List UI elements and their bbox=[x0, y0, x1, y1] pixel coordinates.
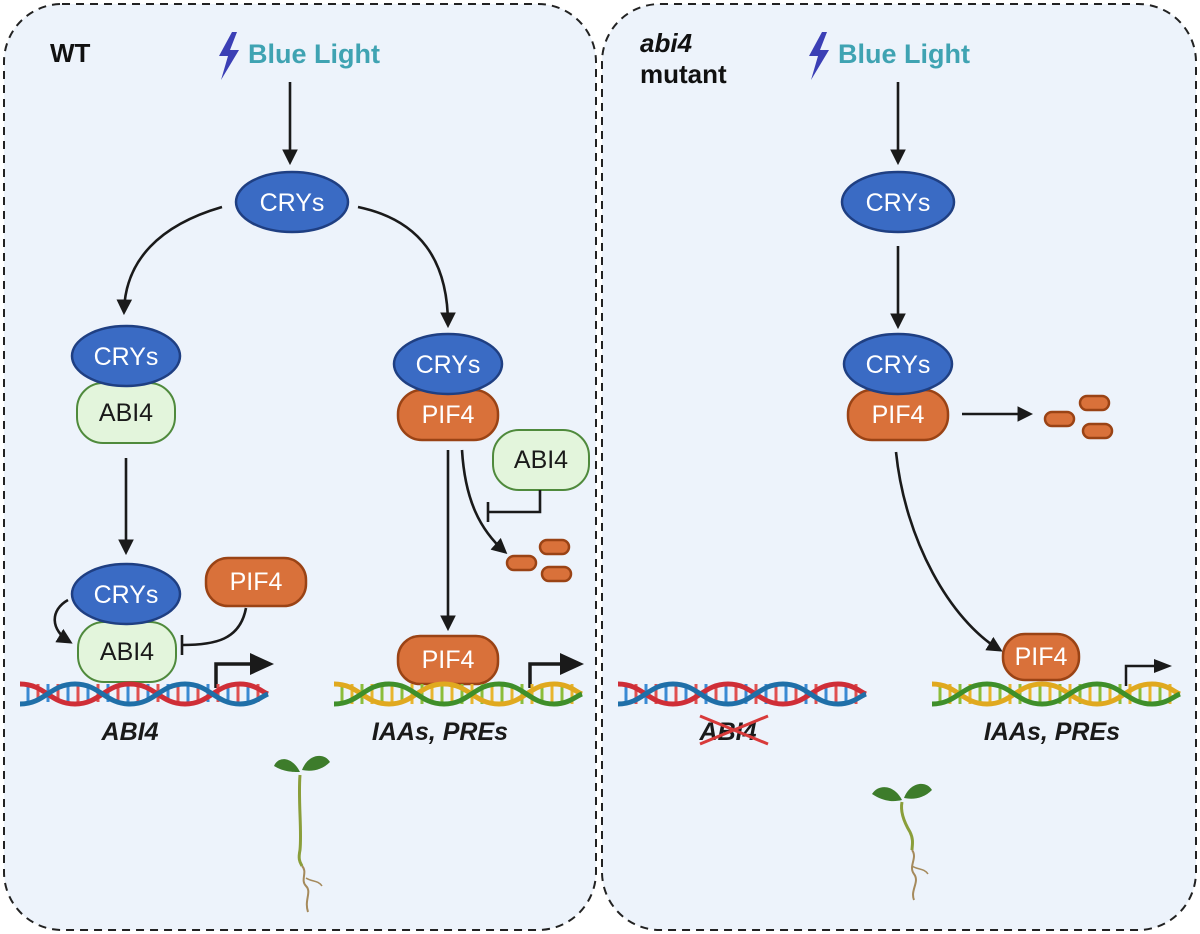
mutant-pif4-dna-bound bbox=[1001, 632, 1081, 682]
wt-cry-pif-complex bbox=[392, 332, 504, 396]
wt-inhibit-pif4-on-abi4 bbox=[181, 607, 248, 647]
mutant-blue-light-label: Blue Light bbox=[838, 39, 970, 69]
mutant-gene-iaas-label: IAAs, PREs bbox=[984, 718, 1120, 746]
wt-pif4-complex-label: PIF4 bbox=[422, 401, 475, 429]
seedling-icon bbox=[274, 755, 330, 913]
transcription-arrow-icon bbox=[214, 653, 274, 688]
seedling-icon bbox=[872, 783, 932, 901]
wt-cry-top-label: CRYs bbox=[260, 189, 325, 217]
transcription-arrow-icon bbox=[528, 653, 584, 688]
mutant-cry-complex-label: CRYs bbox=[866, 351, 931, 379]
wt-panel: WT Blue Light CRYs ABI4 CRYs PIF4 CRYs A… bbox=[3, 3, 597, 931]
wt-arrow-cry-to-abi4-curl bbox=[53, 598, 73, 644]
mutant-cry-top-label: CRYs bbox=[866, 189, 931, 217]
wt-blue-light-label: Blue Light bbox=[248, 39, 380, 69]
mutant-pif4-complex-label: PIF4 bbox=[872, 401, 925, 429]
mutant-cry-top bbox=[840, 170, 956, 234]
wt-abi4-free-label: ABI4 bbox=[514, 446, 568, 474]
wt-gene-iaas-label: IAAs, PREs bbox=[372, 718, 508, 746]
dna-helix-icon bbox=[19, 681, 269, 707]
wt-cry-abi-complex-label: CRYs bbox=[94, 343, 159, 371]
lightning-bolt-icon bbox=[219, 32, 239, 80]
wt-cry-dna-bound-label: CRYs bbox=[94, 581, 159, 609]
lightning-bolt-icon bbox=[809, 32, 829, 80]
wt-cry-abi-complex bbox=[70, 324, 182, 388]
degraded-protein-icon bbox=[505, 538, 573, 583]
mutant-arrow-pif-to-dna bbox=[894, 451, 1003, 652]
wt-pif4-dna-bound-label: PIF4 bbox=[422, 646, 475, 674]
deletion-cross-icon bbox=[699, 714, 769, 746]
dna-helix-icon bbox=[617, 681, 867, 707]
degraded-protein-icon bbox=[1043, 394, 1114, 440]
mutant-title-word: mutant bbox=[640, 59, 727, 89]
wt-gene-abi4-label: ABI4 bbox=[101, 718, 159, 746]
wt-pif4-free bbox=[204, 556, 308, 608]
transcription-arrow-icon bbox=[1124, 659, 1172, 686]
dna-helix-icon bbox=[333, 681, 583, 707]
wt-cry-pif-complex-label: CRYs bbox=[416, 351, 481, 379]
wt-abi4-dna-bound-label: ABI4 bbox=[100, 638, 154, 666]
wt-cry-dna-bound bbox=[70, 562, 182, 626]
mutant-cry-complex bbox=[842, 332, 954, 396]
wt-arrow-cry-to-abi-complex bbox=[116, 205, 223, 316]
dna-helix-icon bbox=[931, 681, 1181, 707]
wt-inhibit-abi4-on-degradation bbox=[488, 490, 542, 514]
wt-arrow-pif-degradation bbox=[460, 449, 508, 555]
wt-arrow-cry-to-pif-complex bbox=[357, 205, 456, 329]
wt-title: WT bbox=[50, 38, 91, 68]
mutant-pif4-dna-bound-label: PIF4 bbox=[1015, 643, 1068, 671]
wt-pif4-free-label: PIF4 bbox=[230, 568, 283, 596]
wt-cry-top bbox=[234, 170, 350, 234]
mutant-panel: abi4 mutant Blue Light CRYs PIF4 CRYs PI… bbox=[601, 3, 1197, 931]
wt-abi4-complex-label: ABI4 bbox=[99, 399, 153, 427]
mutant-title-gene: abi4 bbox=[640, 28, 693, 58]
